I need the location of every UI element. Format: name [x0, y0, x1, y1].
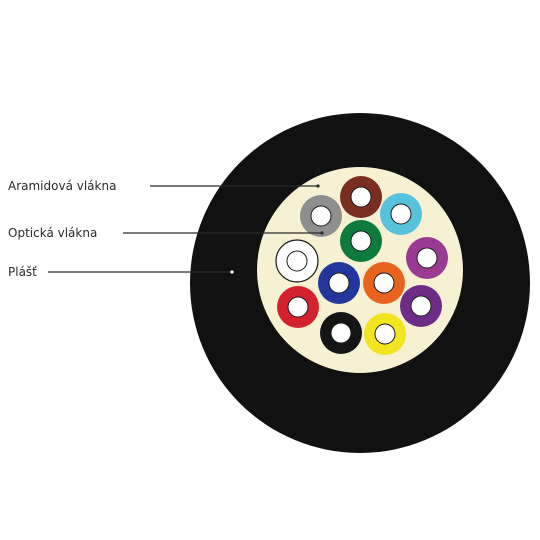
fiber-white	[275, 239, 319, 283]
fiber-orange	[363, 262, 405, 304]
fiber-red	[277, 286, 319, 328]
aramid-leader-dot	[316, 184, 320, 188]
fiber-core-black	[330, 322, 352, 344]
fiber-core-white	[286, 250, 308, 272]
fiber-core-yellow	[374, 323, 396, 345]
fiber-core-violet	[416, 247, 438, 269]
jacket-leader-dot	[230, 270, 234, 274]
optical-leader-dot	[320, 231, 324, 235]
fiber-yellow	[364, 313, 406, 355]
optical-fibers	[275, 176, 448, 355]
fiber-core-aqua	[390, 203, 412, 225]
fiber-core-brown	[350, 186, 372, 208]
fiber-core-green	[350, 230, 372, 252]
fiber-green	[340, 220, 382, 262]
fiber-black	[320, 312, 362, 354]
fiber-violet	[406, 237, 448, 279]
fiber-core-gray	[310, 205, 332, 227]
fiber-core-red	[287, 296, 309, 318]
fiber-aqua	[380, 193, 422, 235]
fiber-blue	[318, 262, 360, 304]
aramid-label: Aramidová vlákna	[8, 179, 116, 193]
fiber-core-purple	[410, 295, 432, 317]
fiber-gray	[300, 195, 342, 237]
fiber-purple	[400, 285, 442, 327]
fiber-core-blue	[328, 272, 350, 294]
fiber-core-orange	[373, 272, 395, 294]
optical-label: Optická vlákna	[8, 226, 97, 240]
jacket-label: Plášť	[8, 265, 37, 279]
fiber-brown	[340, 176, 382, 218]
